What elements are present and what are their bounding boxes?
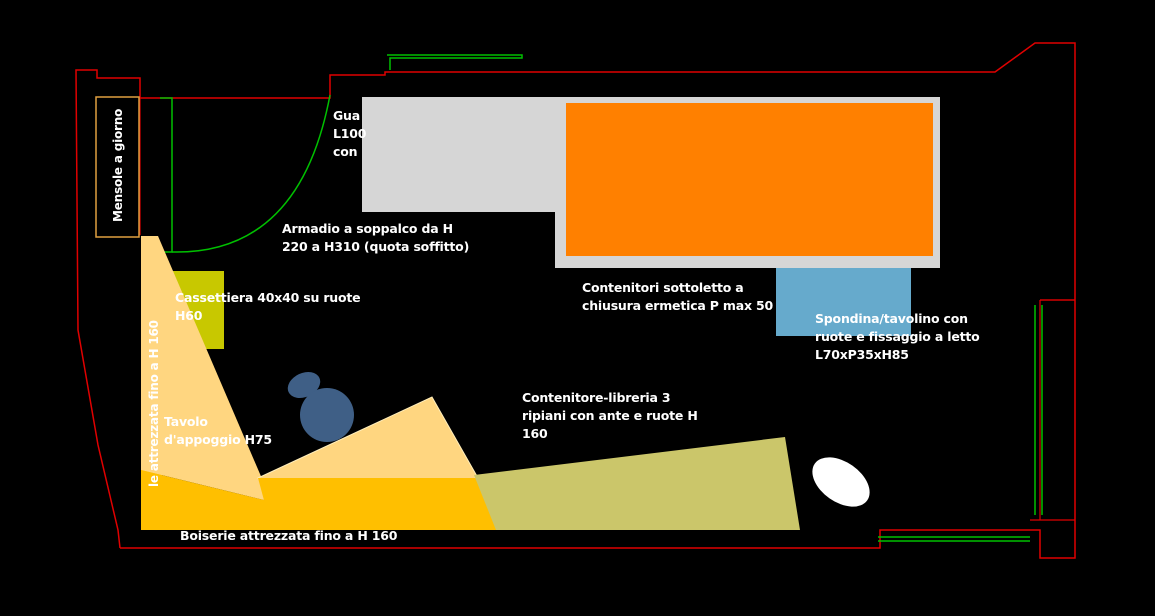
window-top xyxy=(387,54,523,70)
label-libreria: Contenitore-libreria 3 ripiani con ante … xyxy=(522,390,698,441)
chair-seat xyxy=(300,388,354,442)
window-right xyxy=(1034,305,1043,515)
table-triangle xyxy=(141,236,272,502)
label-contenitori: Contenitori sottoletto a chiusura ermeti… xyxy=(582,280,773,313)
label-guardaroba: Gua L100 con xyxy=(333,108,367,159)
wall-right-jamb-lines xyxy=(1030,299,1075,521)
label-boiserie-vertical: le attrezzata fino a H 160 xyxy=(147,320,161,487)
floor-lamp xyxy=(812,457,870,507)
label-spondina: Spondina/tavolino con ruote e fissaggio … xyxy=(815,311,980,362)
door-leaf xyxy=(160,97,173,253)
mensole-shelf xyxy=(95,96,140,238)
chair-back xyxy=(287,371,321,399)
mobile-unit-bottom xyxy=(258,478,500,530)
bed xyxy=(566,103,933,256)
label-mensole: Mensole a giorno xyxy=(111,108,125,222)
label-boiserie: Boiserie attrezzata fino a H 160 xyxy=(180,528,398,543)
wall-outline xyxy=(75,42,1076,559)
label-tavolo: Tavolo d'appoggio H75 xyxy=(164,414,272,447)
door-swing-arc xyxy=(171,94,331,253)
window-bottom xyxy=(878,536,1030,542)
label-armadio: Armadio a soppalco da H 220 a H310 (quot… xyxy=(282,221,470,254)
label-cassettiera: Cassettiera 40x40 su ruote H60 xyxy=(175,290,361,323)
bed-side-table xyxy=(776,268,911,336)
bookcase xyxy=(474,437,800,530)
